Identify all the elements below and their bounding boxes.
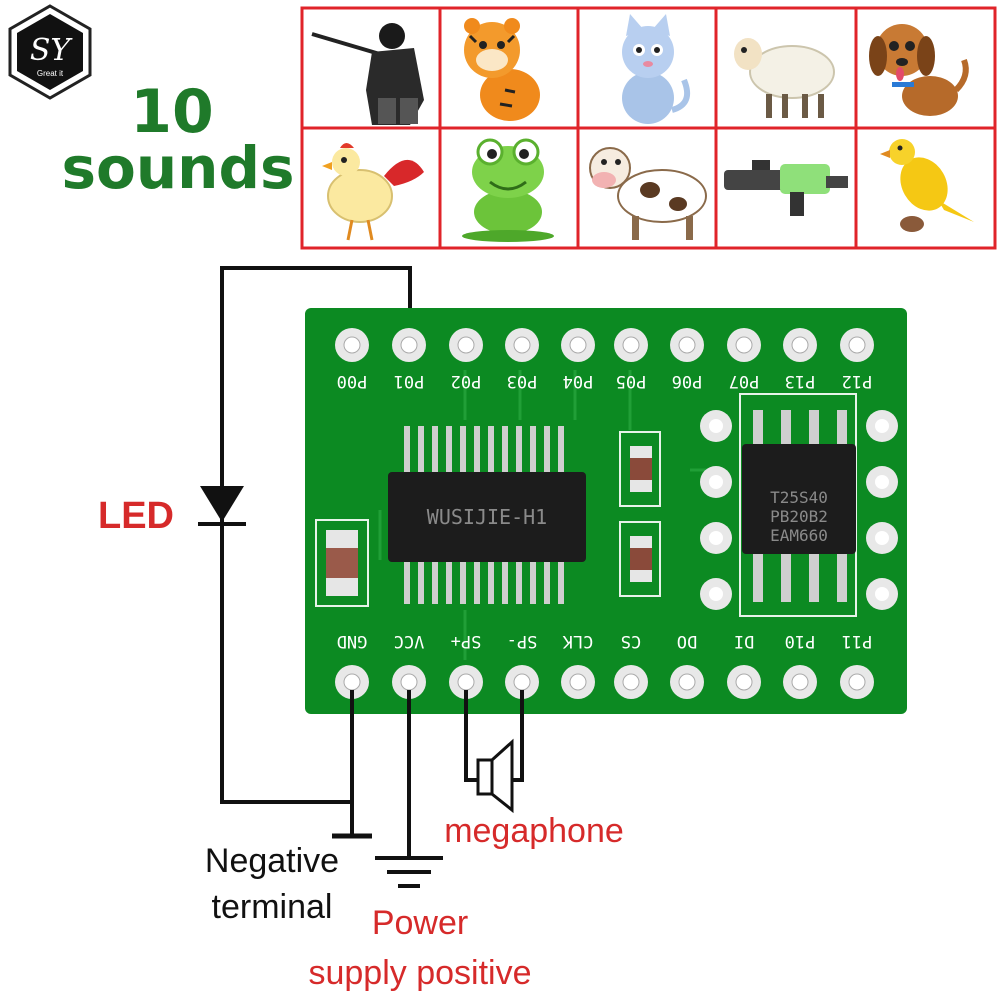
pin-hole <box>561 328 595 362</box>
top-pin-labels: P00 P01 P02 P03 P04 P05 P06 P07 P13 P12 <box>337 371 873 391</box>
brand-logo: SY Great it <box>8 4 92 100</box>
pin-hole <box>614 328 648 362</box>
pin-label-di: DI <box>734 631 754 651</box>
pin-label-p04: P04 <box>563 371 594 391</box>
flash-chip-line2: PB20B2 <box>770 507 828 526</box>
logo-tagline: Great it <box>37 69 64 78</box>
speaker-icon <box>476 738 514 814</box>
soldier-icon <box>311 23 424 125</box>
pin-hole <box>727 328 761 362</box>
main-chip: WUSIJIE-H1 <box>388 472 586 562</box>
pin-hole <box>392 665 426 699</box>
tiger-icon <box>464 18 540 121</box>
frog-icon <box>462 138 554 242</box>
sound-grid <box>300 6 997 250</box>
pin-label-do: DO <box>677 631 697 651</box>
pin-hole <box>727 665 761 699</box>
led-diode-icon <box>198 486 246 526</box>
bottom-pin-labels: GND VCC SP+ SP- CLK CS DO DI P10 P11 <box>337 631 873 651</box>
pin-label-clk: CLK <box>562 631 593 651</box>
pin-label-p01: P01 <box>394 371 425 391</box>
main-chip-legs <box>404 426 564 604</box>
pin-hole <box>783 328 817 362</box>
pin-hole <box>840 665 874 699</box>
top-pin-row <box>335 328 874 362</box>
title-count: 10 <box>130 77 214 147</box>
negative-label-line2: terminal <box>212 888 333 926</box>
led-label: LED <box>98 495 174 537</box>
pin-hole <box>561 665 595 699</box>
megaphone-label: megaphone <box>444 812 624 850</box>
gun-icon <box>724 160 848 216</box>
pin-label-p07: P07 <box>729 371 760 391</box>
pin-label-p12: P12 <box>842 371 873 391</box>
pin-hole <box>614 665 648 699</box>
pin-label-p03: P03 <box>507 371 538 391</box>
pin-label-p05: P05 <box>616 371 647 391</box>
title-sounds: sounds <box>62 134 295 202</box>
pin-label-sp-plus: SP+ <box>451 631 482 651</box>
pin-hole <box>840 328 874 362</box>
pcb-board: P00 P01 P02 P03 P04 P05 P06 P07 P13 P12 <box>305 308 907 714</box>
pin-hole <box>449 328 483 362</box>
pin-label-p06: P06 <box>672 371 703 391</box>
pin-hole <box>449 665 483 699</box>
pin-label-cs: CS <box>621 631 641 651</box>
dog-icon <box>869 24 969 116</box>
pin-label-gnd: GND <box>337 631 368 651</box>
ground-symbol-icon <box>375 856 443 888</box>
cow-icon <box>589 147 707 240</box>
pin-hole <box>335 328 369 362</box>
pin-hole <box>670 665 704 699</box>
led-wire <box>220 266 412 804</box>
flash-chip-line1: T25S40 <box>770 488 828 507</box>
pin-label-p13: P13 <box>785 371 816 391</box>
pin-label-p02: P02 <box>451 371 482 391</box>
pin-label-p10: P10 <box>785 631 816 651</box>
pin-label-p00: P00 <box>337 371 368 391</box>
main-chip-label: WUSIJIE-H1 <box>427 505 547 529</box>
rooster-icon <box>322 143 424 241</box>
cat-icon <box>622 14 690 124</box>
pin-hole <box>392 328 426 362</box>
sheep-icon <box>734 38 835 118</box>
pin-label-p11: P11 <box>842 631 873 651</box>
bottom-pin-row <box>335 665 874 699</box>
smd-resistor <box>630 446 652 492</box>
power-label-line1: Power <box>372 904 468 942</box>
smd-capacitor <box>326 530 358 596</box>
flash-chip-line3: EAM660 <box>770 526 828 545</box>
pin-hole <box>505 328 539 362</box>
pin-label-vcc: VCC <box>394 631 425 651</box>
flash-chip-legs <box>753 410 847 602</box>
smd-resistor <box>630 536 652 582</box>
flash-chip: T25S40 PB20B2 EAM660 <box>742 444 856 554</box>
negative-label-line1: Negative <box>205 842 339 880</box>
power-label-line2: supply positive <box>308 954 531 992</box>
pin-label-sp-minus: SP- <box>507 631 538 651</box>
bird-icon <box>880 139 974 232</box>
logo-letters: SY <box>30 33 74 68</box>
side-pin-holes <box>700 410 898 610</box>
pin-hole <box>670 328 704 362</box>
pin-hole <box>783 665 817 699</box>
speaker-wires <box>464 690 524 782</box>
